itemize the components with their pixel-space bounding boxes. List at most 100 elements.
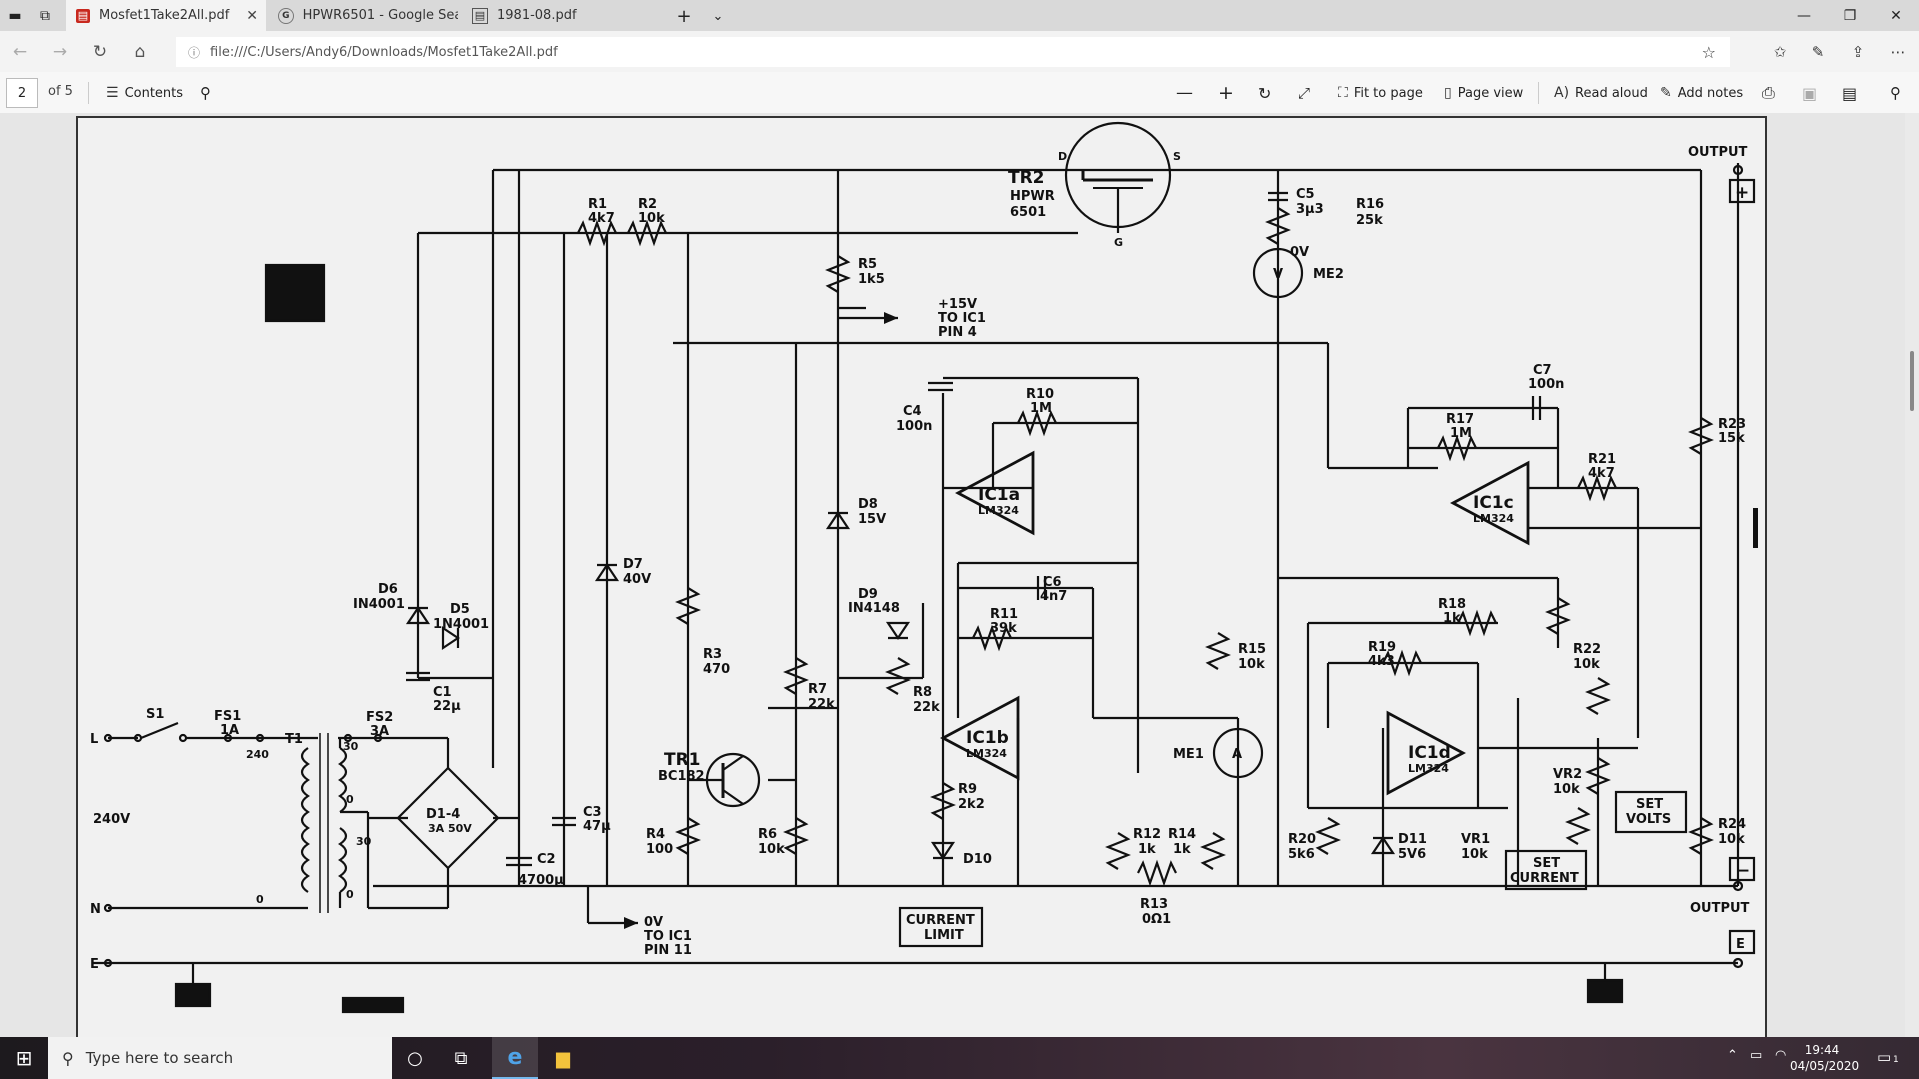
new-tab-button[interactable]: + [676,5,692,27]
label-r14: R14 [1168,827,1196,842]
tab-title: HPWR6501 - Google Search [302,8,458,23]
zoom-in-icon[interactable]: + [1218,82,1234,104]
pdf-viewer[interactable]: TR2 HPWR 6501 D S G C5 3µ3 0V R16 25k ME… [0,113,1919,1037]
save-icon[interactable]: ▣ [1802,83,1818,103]
label-r15-value: 10k [1238,657,1265,672]
label-r18-value: 1k [1443,611,1461,626]
pdf-icon: ▤ [472,7,488,24]
contents-button[interactable]: ☰ Contents [106,85,184,101]
label-live: L [90,732,98,747]
label-r21-value: 4k7 [1588,466,1615,481]
forward-arrow-icon[interactable]: → [52,42,68,62]
label-r9-value: 2k2 [958,797,985,812]
tab-google-search[interactable]: G HPWR6501 - Google Search [268,0,458,31]
minimize-button[interactable]: — [1797,7,1811,24]
label-d8-value: 15V [858,512,886,527]
task-view-icon[interactable]: ⧉ [454,1047,468,1069]
label-r6: R6 [758,827,777,842]
label-d11-value: 5V6 [1398,847,1426,862]
label-r19-value: 4k3 [1368,654,1395,669]
read-aloud-button[interactable]: A) Read aloud [1554,85,1648,101]
label-15v: TO IC1 [938,311,986,326]
label-c3: C3 [583,805,602,820]
address-field[interactable]: ⓘ file:///C:/Users/Andy6/Downloads/Mosfe… [176,37,1730,67]
label-t1-240: 240 [246,748,269,761]
scrollbar-thumb[interactable] [1910,351,1914,411]
file-explorer-icon[interactable]: ▆ [556,1047,570,1069]
label-fs1: FS1 [214,709,241,724]
label-r16: R16 [1356,197,1384,212]
find-search-icon[interactable]: ⚲ [200,84,211,102]
label-earth-terminal: E [1736,937,1745,952]
close-tab-icon[interactable]: ✕ [246,8,258,24]
label-r1: R1 [588,197,607,212]
label-r1-value: 4k7 [588,211,615,226]
edge-browser-icon[interactable]: e [492,1037,538,1079]
tab-mosfet-pdf[interactable]: ▤ Mosfet1Take2All.pdf ✕ [66,0,266,31]
label-15v: +15V [938,297,977,312]
label-c6: C6 [1043,575,1062,590]
label-output-top: OUTPUT [1688,145,1748,160]
label-d9: D9 [858,587,878,602]
label-d11: D11 [1398,832,1427,847]
label-minus-terminal: − [1736,861,1750,881]
label-earth: E [90,957,99,972]
add-notes-button[interactable]: ✎ Add notes [1660,85,1744,101]
label-t1-tap: 0 [256,893,264,906]
rotate-icon[interactable]: ↻ [1258,83,1272,103]
set-tabs-aside-icon[interactable]: ⧉ [40,7,50,24]
taskbar-search-box[interactable]: ⚲ Type here to search [48,1037,392,1079]
fit-to-page-icon: ⛶ [1338,85,1348,101]
vertical-scrollbar[interactable] [1905,113,1919,1037]
full-screen-icon[interactable]: ⤢ [1298,84,1311,102]
print-icon[interactable]: ⎙ [1762,83,1775,102]
label-s1: S1 [146,707,164,722]
battery-icon[interactable]: ▭ [1750,1048,1763,1063]
more-options-icon[interactable]: ⋯ [1890,43,1906,61]
page-number-input[interactable]: 2 [6,78,38,108]
home-icon[interactable]: ⌂ [134,42,146,62]
label-r19: R19 [1368,640,1396,655]
fit-to-page-button[interactable]: ⛶ Fit to page [1338,85,1423,101]
save-as-icon[interactable]: ▤ [1842,83,1858,103]
tab-actions-icon[interactable]: ▬ [8,7,22,24]
label-c4: C4 [903,404,922,419]
page-view-icon: ▯ [1444,85,1452,101]
show-hidden-icons-chevron-icon[interactable]: ⌃ [1727,1048,1738,1063]
web-note-pen-icon[interactable]: ✎ [1811,43,1825,61]
label-t1-tap: 0 [346,793,354,806]
label-d6-value: IN4001 [353,597,405,612]
label-240v: 240V [93,812,130,827]
label-r20: R20 [1288,832,1316,847]
favorites-icon[interactable]: ✩ [1773,43,1787,61]
label-lm324: LM324 [978,504,1019,517]
label-r3-value: 470 [703,662,730,677]
page-view-button[interactable]: ▯ Page view [1444,85,1524,101]
label-fs2-value: 3A [370,724,389,739]
windows-start-icon[interactable]: ⊞ [15,1046,33,1070]
label-d8: D8 [858,497,878,512]
label-d7-value: 40V [623,572,651,587]
tab-preview-chevron-icon[interactable]: ⌄ [712,8,724,24]
label-c2-value: 4700µ [518,873,564,888]
notifications-icon[interactable]: ▭ [1877,1048,1892,1066]
share-icon[interactable]: ⇪ [1851,43,1865,61]
pin-toolbar-icon[interactable]: ⚲ [1890,84,1901,102]
label-vr1: VR1 [1461,832,1490,847]
system-clock[interactable]: 19:44 04/05/2020 [1790,1042,1859,1074]
back-arrow-icon[interactable]: ← [12,42,28,62]
refresh-icon[interactable]: ↻ [92,42,108,62]
circuit-schematic: TR2 HPWR 6501 D S G C5 3µ3 0V R16 25k ME… [90,121,1758,1014]
label-r8: R8 [913,685,932,700]
label-r5: R5 [858,257,877,272]
zoom-out-icon[interactable]: — [1176,83,1193,103]
wifi-icon[interactable]: ◠ [1775,1048,1787,1063]
favorite-star-icon[interactable]: ☆ [1701,42,1716,62]
restore-button[interactable]: ❐ [1843,7,1857,24]
tab-1981-pdf[interactable]: ▤ 1981-08.pdf [462,0,662,31]
label-d9-value: IN4148 [848,601,900,616]
close-window-button[interactable]: ✕ [1890,7,1902,24]
label-r7: R7 [808,682,827,697]
pdf-icon: ▤ [76,8,90,23]
cortana-icon[interactable]: ○ [407,1047,423,1069]
